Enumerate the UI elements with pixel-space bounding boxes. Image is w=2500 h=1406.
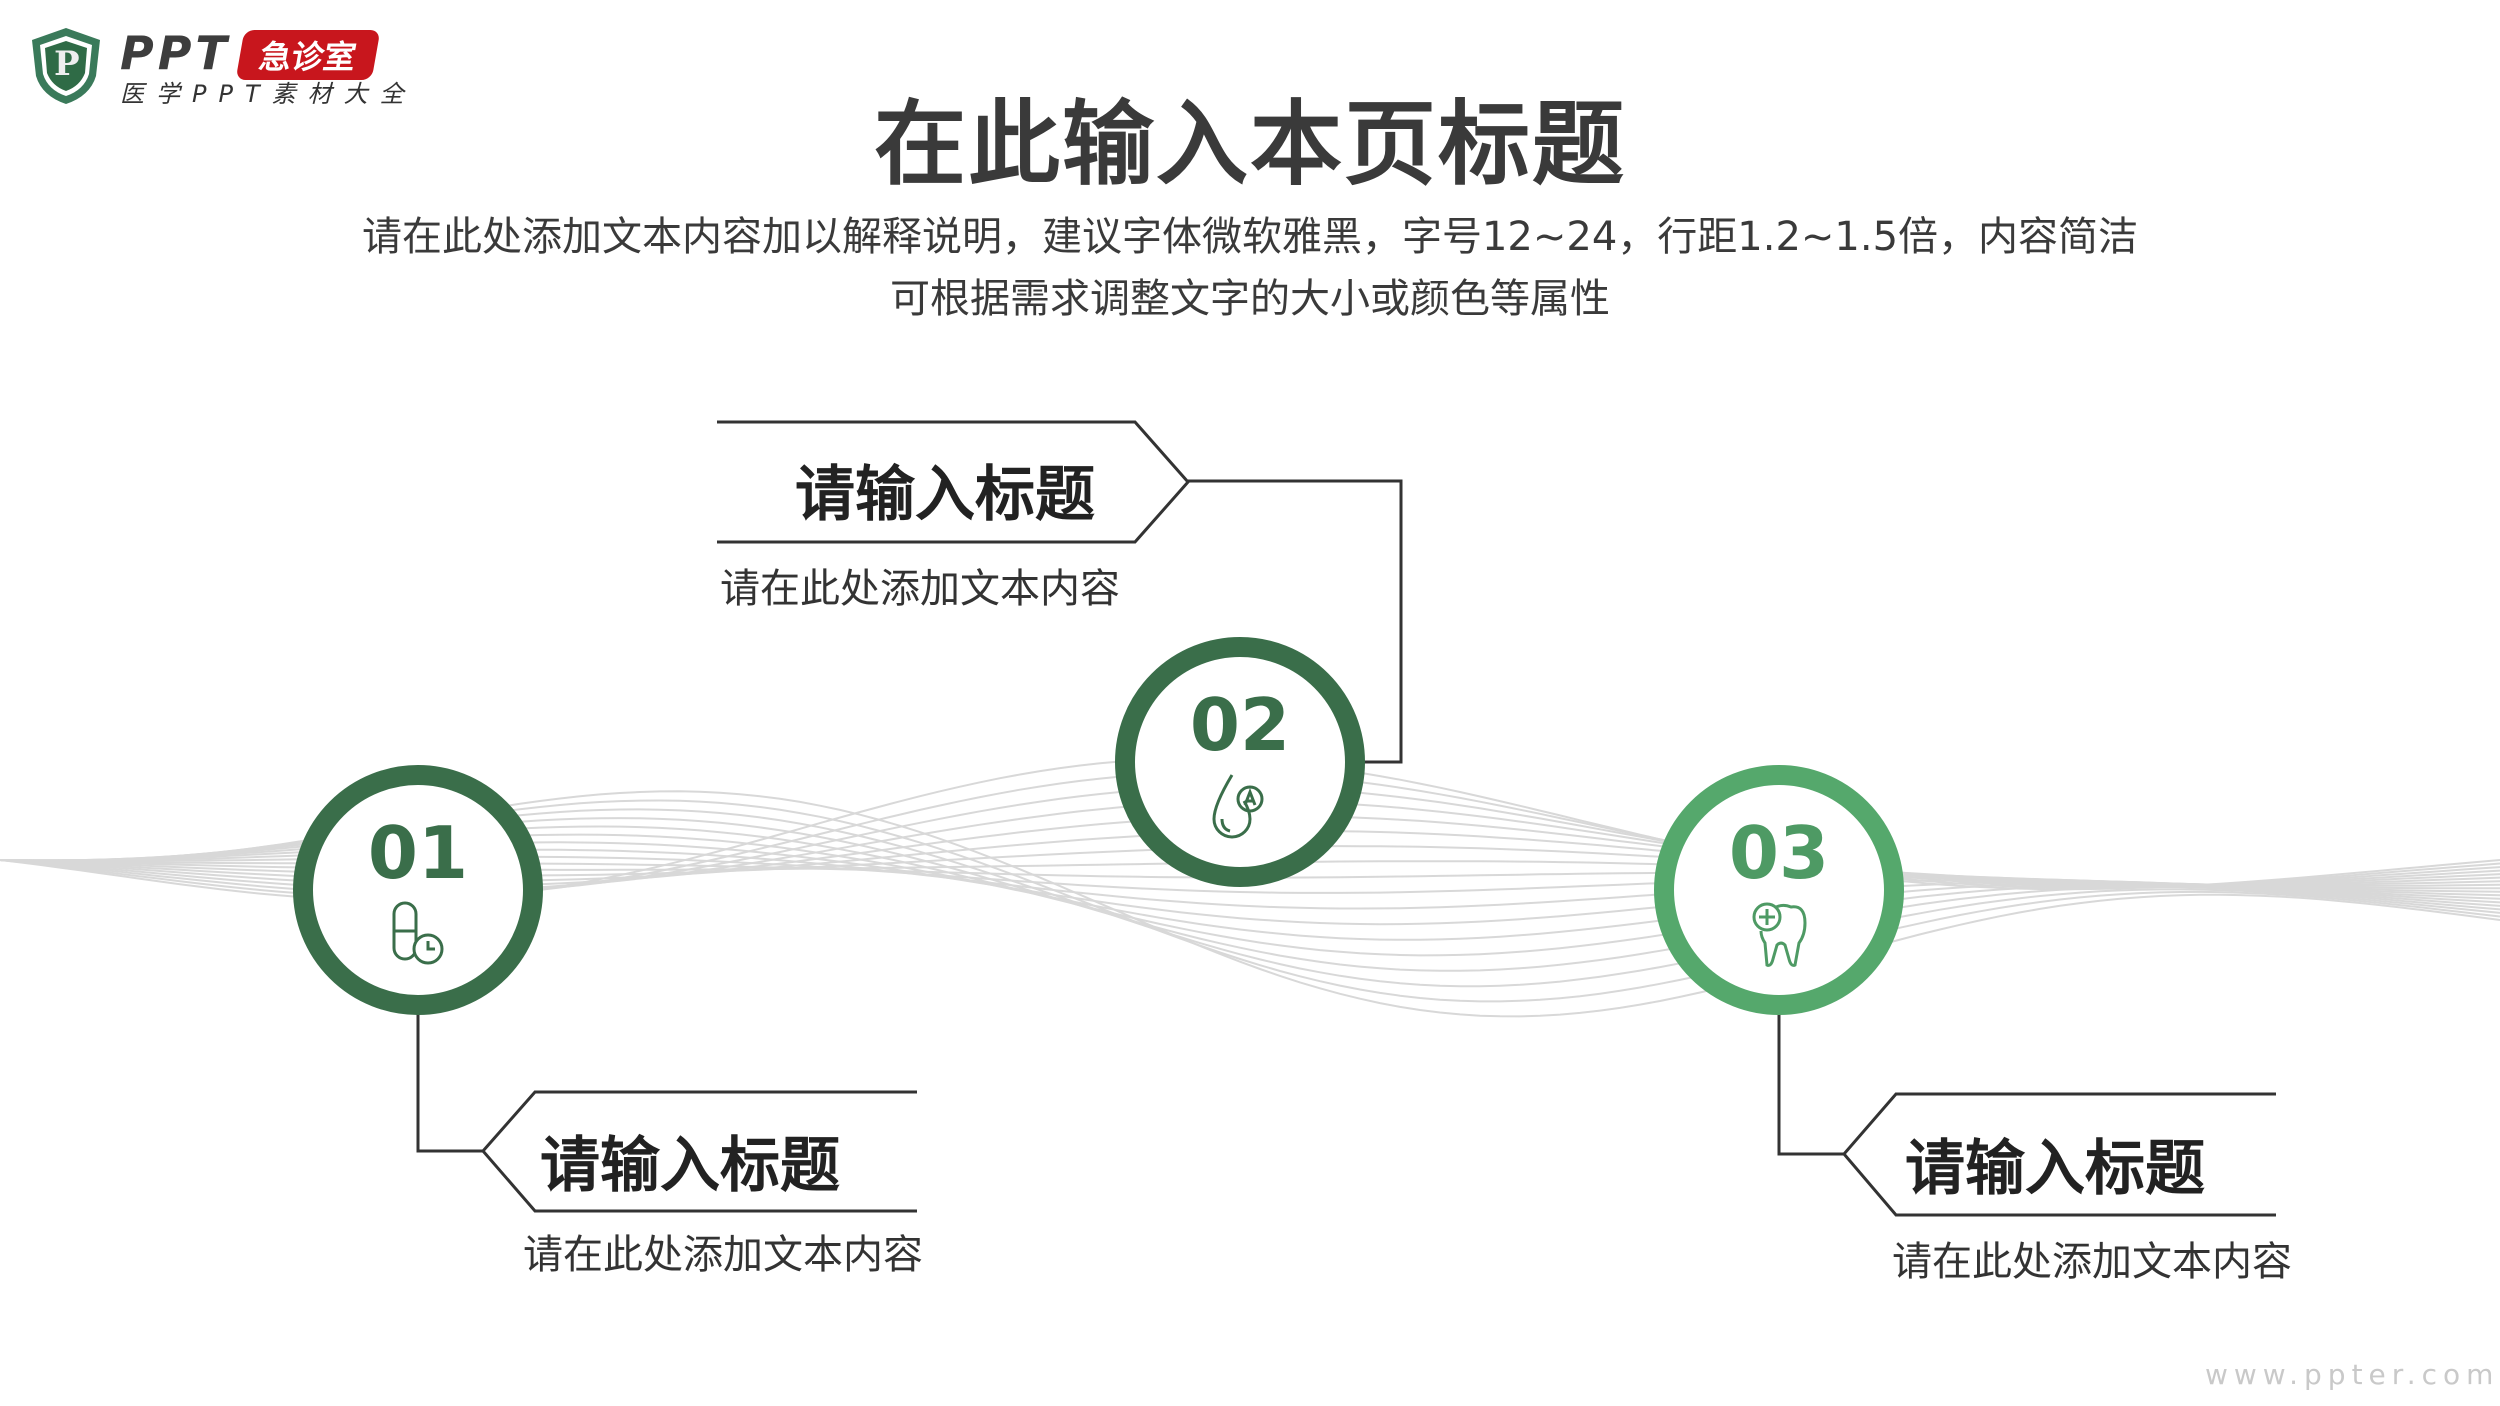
shield-letter: P — [54, 44, 80, 84]
connector-01 — [416, 1010, 483, 1153]
step-desc-01: 请在此处添加文本内容 — [523, 1232, 923, 1278]
logo-tagline: 医学PPT素材大全 — [120, 80, 416, 108]
subtitle-line-2: 可根据需求调整文字的大小或颜色等属性 — [890, 276, 1610, 322]
pill-clock-icon — [392, 901, 444, 965]
drop-vitamin-icon — [1212, 774, 1264, 839]
connector-03 — [1777, 1010, 1844, 1156]
step-number: 03 — [1728, 811, 1830, 895]
step-title-02: 请输入标题 — [795, 460, 1095, 530]
step-circle-01: 01 — [293, 765, 543, 1015]
tooth-plus-icon — [1752, 902, 1807, 967]
step-number: 02 — [1189, 683, 1291, 767]
subtitle-line-1: 请在此处添加文本内容加以解释说明，建议字体微软雅黑，字号12~24，行距1.2~… — [361, 214, 2139, 260]
watermark: www.ppter.com — [2205, 1358, 2500, 1391]
connector-02 — [1188, 479, 1403, 764]
step-desc-03: 请在此处添加文本内容 — [1892, 1239, 2292, 1285]
step-circle-02: 02 — [1115, 637, 1365, 887]
step-desc-02: 请在此处添加文本内容 — [720, 566, 1120, 612]
step-title-01: 请输入标题 — [540, 1131, 840, 1201]
step-number: 01 — [367, 811, 469, 895]
page-title: 在此输入本页标题 — [873, 91, 1626, 198]
logo-brand: PPT — [120, 26, 231, 80]
shield-logo-icon — [32, 28, 100, 104]
step-title-03: 请输入标题 — [1905, 1134, 2205, 1204]
step-circle-03: 03 — [1654, 765, 1904, 1015]
